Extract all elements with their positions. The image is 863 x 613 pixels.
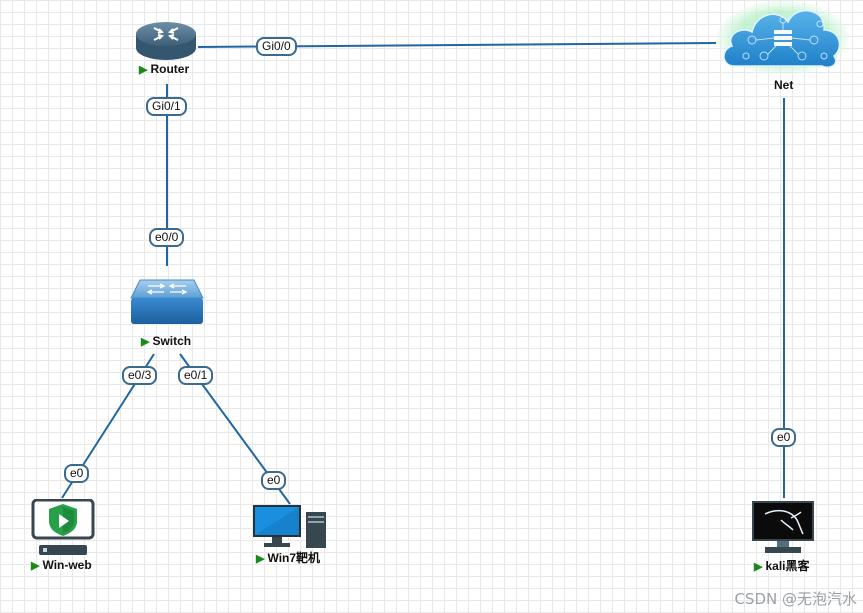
net-node[interactable] xyxy=(716,0,850,75)
port-win7-e0[interactable]: e0 xyxy=(261,471,287,490)
switch-icon xyxy=(130,279,204,324)
kali-label: ▶kali黑客 xyxy=(754,559,810,573)
port-router-gi0-0[interactable]: Gi0/0 xyxy=(256,37,297,56)
win-web-node[interactable] xyxy=(31,498,95,557)
router-label: ▶Router xyxy=(139,62,190,76)
kali-monitor-icon xyxy=(752,501,814,553)
running-indicator-icon: ▶ xyxy=(754,561,763,573)
port-switch-e0-0[interactable]: e0/0 xyxy=(149,228,185,247)
net-label: Net xyxy=(774,78,794,92)
desktop-pc-icon xyxy=(253,505,326,548)
running-indicator-icon: ▶ xyxy=(31,560,40,572)
cloud-network-icon xyxy=(717,1,849,75)
port-router-gi0-1[interactable]: Gi0/1 xyxy=(146,97,187,116)
port-switch-e0-1[interactable]: e0/1 xyxy=(178,366,214,385)
port-win-web-e0[interactable]: e0 xyxy=(64,464,90,483)
running-indicator-icon: ▶ xyxy=(141,336,150,348)
win7-label: ▶Win7靶机 xyxy=(256,551,321,565)
switch-label: ▶Switch xyxy=(141,334,192,348)
port-kali-e0[interactable]: e0 xyxy=(771,428,797,447)
firewall-appliance-icon xyxy=(31,498,95,555)
win-web-label: ▶Win-web xyxy=(31,558,92,572)
kali-node[interactable] xyxy=(751,500,815,556)
router-node[interactable] xyxy=(134,20,198,62)
router-icon xyxy=(136,22,196,60)
running-indicator-icon: ▶ xyxy=(256,553,265,565)
switch-node[interactable] xyxy=(130,278,204,326)
win7-node[interactable] xyxy=(252,504,328,550)
watermark: CSDN @无泡汽水 xyxy=(734,590,857,608)
running-indicator-icon: ▶ xyxy=(139,64,148,76)
port-switch-e0-3[interactable]: e0/3 xyxy=(122,366,158,385)
